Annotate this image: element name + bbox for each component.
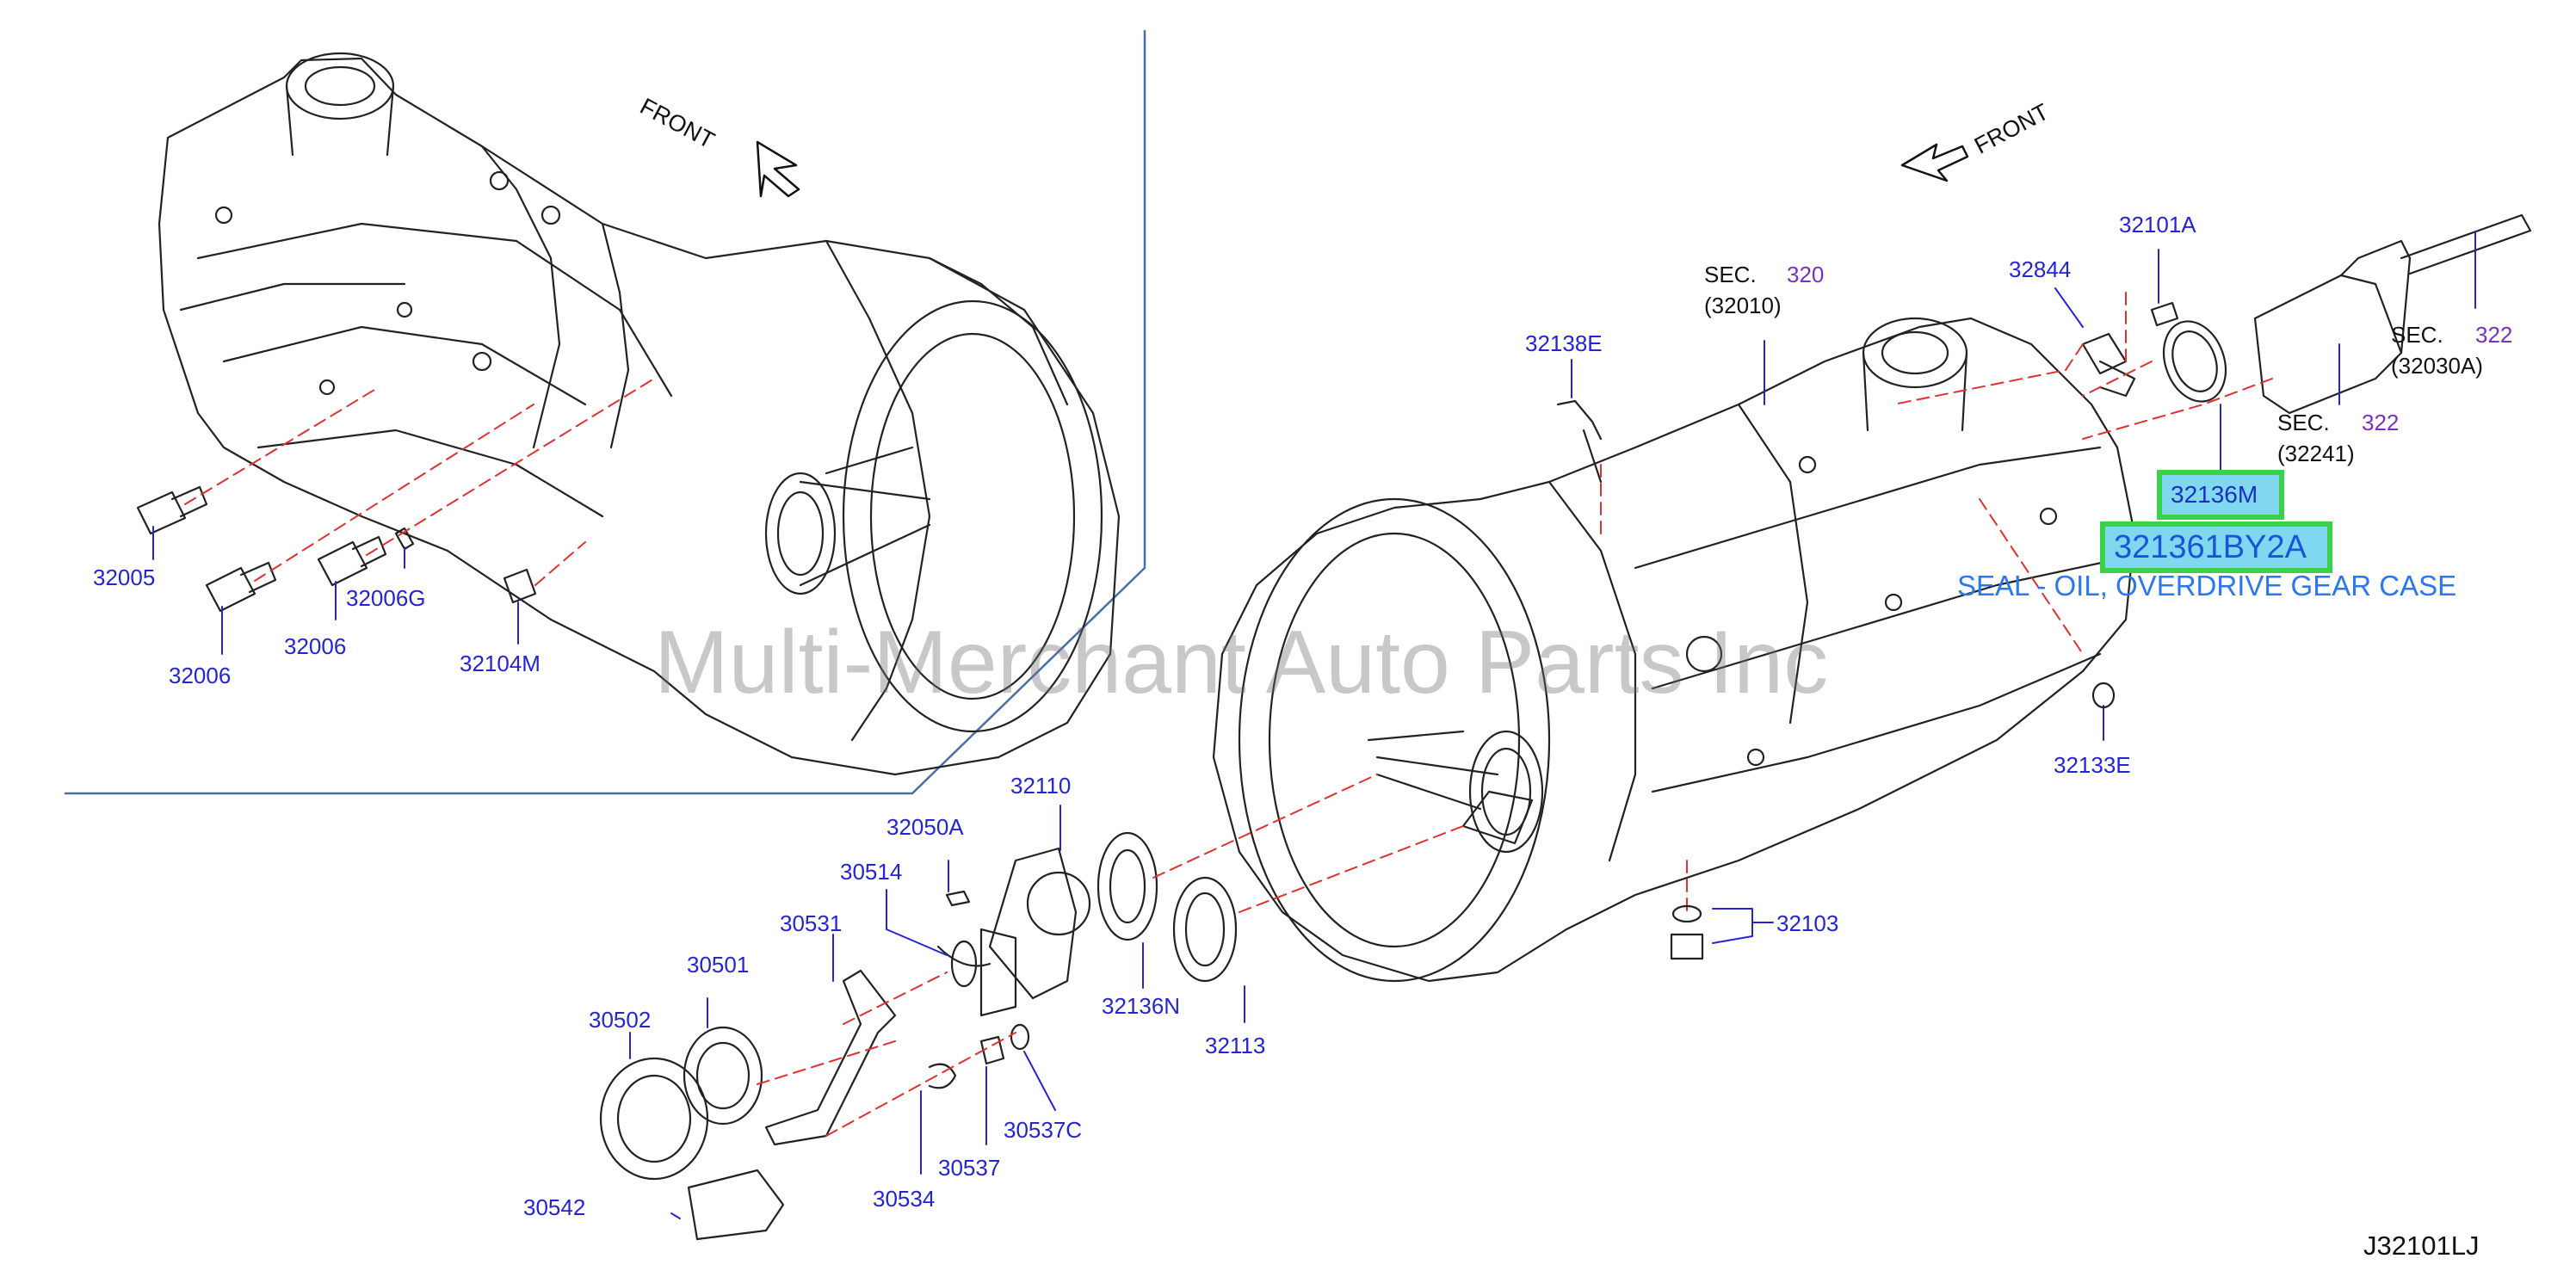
watermark: Multi-Merchant Auto Parts Inc	[654, 613, 1829, 713]
part-label-32050A[interactable]: 32050A	[886, 814, 964, 840]
upper-right-parts	[1556, 213, 2532, 484]
sec-322b-number[interactable]: 322	[2362, 410, 2400, 435]
sec-322b-word: SEC.	[2277, 410, 2330, 435]
part-label-32110[interactable]: 32110	[1010, 773, 1072, 799]
sec-322a-number[interactable]: 322	[2475, 322, 2513, 348]
part-label-32006-b[interactable]: 32006	[284, 633, 347, 659]
part-label-32138E[interactable]: 32138E	[1525, 330, 1603, 356]
part-label-30537[interactable]: 30537	[938, 1155, 1001, 1181]
part-label-30514[interactable]: 30514	[840, 859, 903, 885]
sec-320-number[interactable]: 320	[1787, 262, 1825, 287]
part-label-30502[interactable]: 30502	[589, 1007, 652, 1033]
sec-322b-ref: (32241)	[2277, 441, 2355, 466]
seal-32133E	[2091, 682, 2116, 709]
highlight-box-32136M[interactable]	[2157, 470, 2284, 520]
sec-322a-word: SEC.	[2391, 322, 2443, 348]
part-label-32101A[interactable]: 32101A	[2119, 212, 2196, 238]
part-label-32136M[interactable]: 32136M	[2171, 481, 2258, 508]
part-label-32133E[interactable]: 32133E	[2054, 752, 2131, 778]
part-label-30531[interactable]: 30531	[780, 910, 843, 936]
part-label-30537C[interactable]: 30537C	[1004, 1117, 1083, 1143]
part-label-30501[interactable]: 30501	[687, 952, 750, 978]
part-label-32113[interactable]: 32113	[1205, 1033, 1266, 1058]
plugs-32103	[1670, 904, 1704, 960]
highlighted-part-number[interactable]: 321361BY2A	[2114, 529, 2307, 565]
part-label-32103[interactable]: 32103	[1776, 910, 1839, 936]
diagram-reference: J32101LJ	[2363, 1231, 2480, 1261]
part-label-32006-a[interactable]: 32006	[169, 663, 232, 688]
sec-322a-ref: (32030A)	[2391, 353, 2483, 379]
part-label-32006G[interactable]: 32006G	[346, 585, 426, 611]
part-label-30534[interactable]: 30534	[873, 1186, 936, 1212]
part-label-32136N[interactable]: 32136N	[1102, 993, 1181, 1019]
right-transmission-drawing	[1212, 317, 2136, 983]
sec-320-ref: (32010)	[1704, 293, 1782, 318]
lower-parts	[599, 831, 1238, 1241]
part-label-32104M[interactable]: 32104M	[460, 651, 541, 676]
front-arrow-left-icon	[756, 140, 800, 198]
part-description: SEAL - OIL, OVERDRIVE GEAR CASE	[1957, 570, 2457, 601]
part-label-30542[interactable]: 30542	[523, 1194, 586, 1220]
front-arrow-right-icon	[1900, 143, 1969, 182]
part-label-32844[interactable]: 32844	[2009, 256, 2072, 282]
left-transmission-drawing	[158, 52, 1121, 776]
highlight-box-part-number[interactable]	[2100, 521, 2332, 573]
sec-320-word: SEC.	[1704, 262, 1757, 287]
inset-divider	[64, 29, 1146, 795]
part-label-32005[interactable]: 32005	[93, 564, 156, 590]
